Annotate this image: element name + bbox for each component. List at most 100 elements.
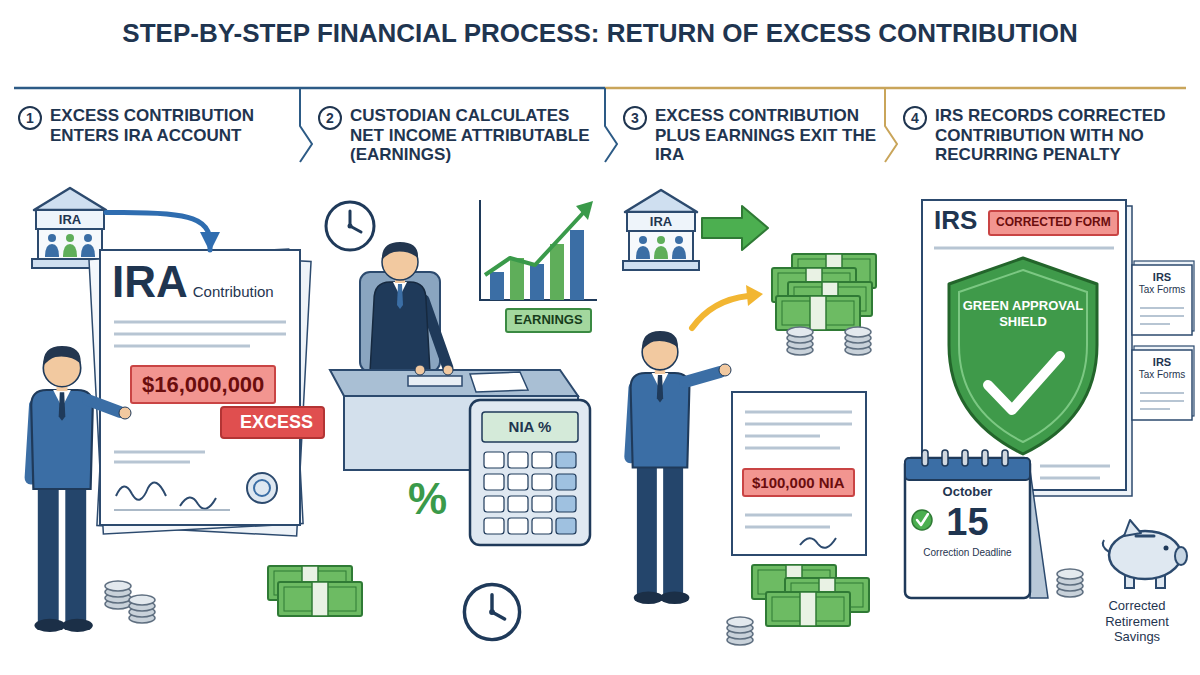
step-four-illustration bbox=[1040, 466, 1110, 478]
step-panel: 1 EXCESS CONTRIBUTION ENTERS IRA ACCOUNT I… bbox=[0, 90, 300, 675]
calculator-keys bbox=[556, 496, 576, 512]
step-three-illustration bbox=[623, 190, 876, 645]
step-four-illustration bbox=[1109, 531, 1181, 579]
step-three-illustration bbox=[732, 392, 866, 555]
step-number: 1 bbox=[18, 106, 42, 130]
calculator-keys bbox=[508, 474, 528, 490]
step-four-illustration bbox=[1140, 308, 1184, 324]
percent-sign-wrap: % bbox=[408, 474, 447, 525]
calculator-keys bbox=[508, 518, 528, 534]
step-four-illustration bbox=[1103, 540, 1109, 552]
amount-box: $16,000,000 bbox=[130, 365, 276, 404]
step-three-illustration bbox=[746, 285, 763, 306]
step-four-illustration bbox=[1030, 470, 1048, 598]
panel-frame bbox=[605, 87, 1186, 90]
earnings-label: EARNINGS bbox=[505, 308, 592, 333]
doc-subtitle: Contribution bbox=[193, 283, 274, 300]
step-four-illustration bbox=[912, 510, 932, 530]
step-one-illustration bbox=[97, 251, 311, 536]
bank-icon bbox=[623, 190, 699, 270]
calculator-keys bbox=[556, 518, 576, 534]
step-one-illustration bbox=[116, 483, 166, 500]
form-subtitle: Tax Forms bbox=[1136, 284, 1188, 296]
calendar-rings bbox=[942, 450, 948, 466]
panel-frame bbox=[300, 88, 312, 162]
step-one-illustration bbox=[100, 250, 300, 525]
step-one-illustration bbox=[254, 480, 270, 496]
step-panel: 2CUSTODIAN CALCULATES NET INCOME ATTRIBU… bbox=[300, 90, 605, 675]
calculator-keys bbox=[532, 452, 552, 468]
step-four-illustration bbox=[988, 356, 1060, 410]
step-number: 3 bbox=[623, 106, 647, 130]
calculator-keys bbox=[484, 518, 504, 534]
step-two-illustration bbox=[443, 365, 453, 375]
step-one-illustration bbox=[31, 188, 362, 632]
corrected-form-box: CORRECTED FORM bbox=[988, 210, 1119, 236]
step-two-illustration bbox=[408, 376, 462, 386]
flow-arrow bbox=[106, 213, 210, 250]
calendar-rings bbox=[1002, 450, 1008, 466]
calculator-keys bbox=[532, 496, 552, 512]
step-three-illustration bbox=[692, 296, 748, 328]
box-text: $100,000 NIA bbox=[752, 474, 845, 491]
step-two-illustration bbox=[480, 200, 597, 300]
coin-stack bbox=[787, 327, 813, 355]
step-four-illustration bbox=[1140, 393, 1184, 409]
cal-day: 15 bbox=[946, 500, 988, 544]
box-text: IRS bbox=[934, 206, 977, 484]
calculator-keys bbox=[484, 452, 504, 468]
coin-stack bbox=[727, 617, 753, 645]
step-one-illustration bbox=[114, 509, 230, 511]
box-text: CORRECTED FORM bbox=[996, 216, 1111, 230]
step-heading: CUSTODIAN CALCULATES NET INCOME ATTRIBUT… bbox=[350, 106, 599, 165]
step-panel: 4 IRS RECORDS CORRECTED CONTRIBUTION WITH… bbox=[885, 90, 1200, 675]
step-one-illustration bbox=[114, 322, 286, 346]
calculator: NIA % bbox=[470, 400, 590, 545]
step-heading: EXCESS CONTRIBUTION ENTERS IRA ACCOUNT bbox=[50, 106, 294, 145]
panel-frame bbox=[14, 87, 605, 90]
cash-stack bbox=[766, 592, 850, 626]
panel-frame bbox=[885, 88, 897, 162]
step-one-illustration bbox=[247, 473, 277, 503]
step-one-illustration bbox=[180, 497, 216, 508]
step-four-illustration bbox=[917, 514, 928, 525]
form-title: IRS bbox=[1136, 271, 1188, 284]
step-two-illustration bbox=[415, 365, 425, 375]
doc-title: IRA bbox=[112, 258, 188, 306]
step-two-illustration bbox=[485, 212, 584, 275]
excess-tag: EXCESS bbox=[220, 406, 325, 439]
step-four-illustration bbox=[1164, 546, 1169, 551]
diagram-title: STEP-BY-STEP FINANCIAL PROCESS: RETURN O… bbox=[122, 18, 1077, 49]
form-title: IRS bbox=[1136, 356, 1188, 369]
step-number: 4 bbox=[903, 106, 927, 130]
coin-stack bbox=[105, 581, 131, 609]
person-figure bbox=[631, 331, 690, 604]
calculator-keys bbox=[532, 474, 552, 490]
clock-icon bbox=[464, 584, 519, 639]
calculator-keys bbox=[484, 496, 504, 512]
calculator-keys bbox=[532, 518, 552, 534]
step-heading: IRS RECORDS CORRECTED CONTRIBUTION WITH … bbox=[935, 106, 1194, 165]
coin-stack bbox=[1057, 569, 1083, 597]
panel-frame bbox=[605, 88, 617, 162]
cash-stack bbox=[776, 296, 860, 330]
step-two-illustration bbox=[550, 244, 564, 300]
box-text: NIA % bbox=[470, 412, 590, 442]
cal-month: October bbox=[943, 484, 993, 500]
savings-caption-wrap: Corrected Retirement Savings bbox=[1082, 598, 1192, 645]
calculator-keys bbox=[484, 452, 576, 534]
step-two-illustration bbox=[326, 200, 597, 640]
step-three-illustration bbox=[702, 206, 768, 250]
step-four-illustration bbox=[922, 200, 1126, 490]
box-text: EXCESS bbox=[240, 412, 313, 433]
calendar-rings bbox=[982, 450, 988, 466]
calculator-keys bbox=[508, 496, 528, 512]
step-four-illustration bbox=[949, 258, 1097, 454]
step-two-illustration bbox=[570, 230, 584, 300]
step-two-illustration bbox=[370, 282, 430, 372]
cash-stack bbox=[278, 582, 362, 616]
step-three-illustration bbox=[745, 515, 852, 527]
step-four-illustration bbox=[1124, 520, 1141, 536]
